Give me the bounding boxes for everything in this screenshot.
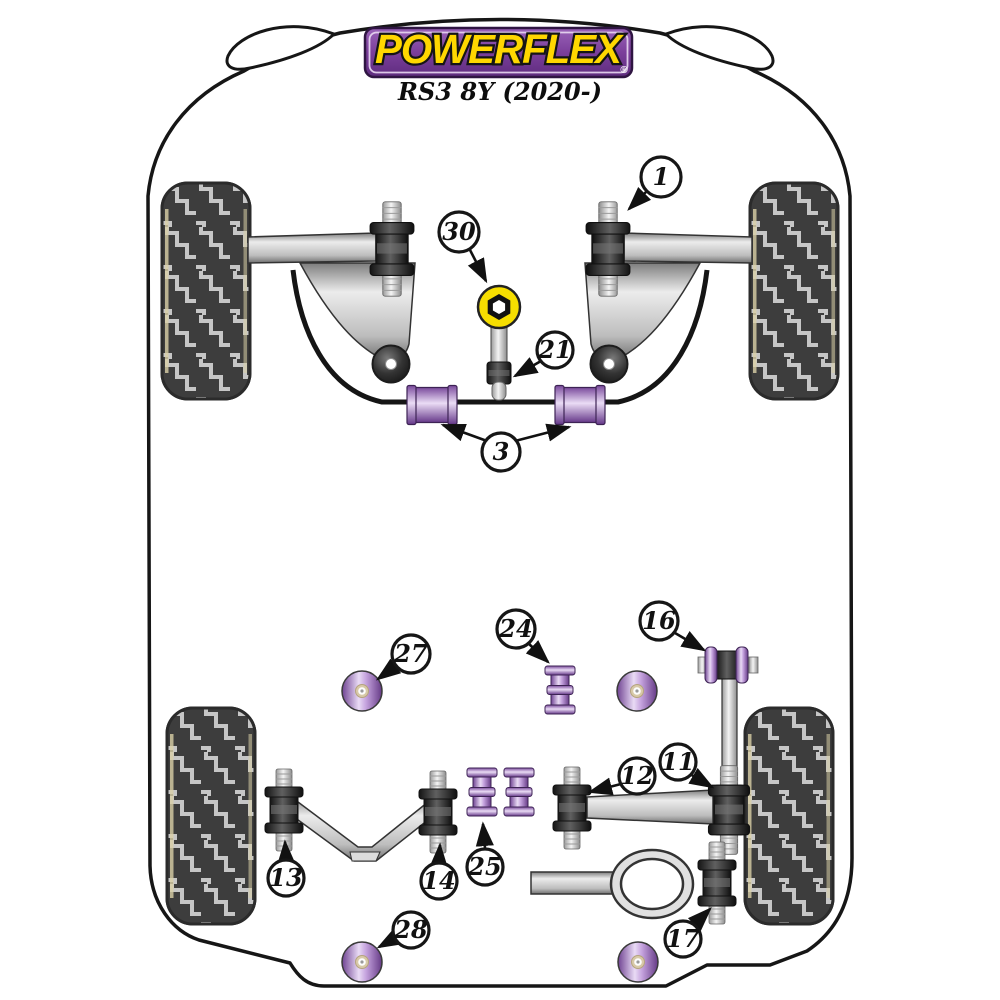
callout-21: 21 xyxy=(512,330,575,378)
callout-12: 12 xyxy=(587,756,657,796)
tire-front-right xyxy=(748,181,840,401)
tire-rear-right xyxy=(743,706,835,926)
rear-trailing-arm xyxy=(530,841,737,925)
left-mirror xyxy=(225,25,336,71)
spool-bush-part-25-left xyxy=(466,767,498,817)
lower-engine-mount xyxy=(476,284,522,401)
right-mirror xyxy=(664,25,775,71)
callout-24: 24 xyxy=(495,608,550,664)
powerflex-logo: POWERFLEX ® xyxy=(363,24,634,79)
rear-bush-upper-right xyxy=(616,670,658,712)
tire-front-left xyxy=(160,181,252,401)
spool-bush-part-25-right xyxy=(503,767,535,817)
svg-text:16: 16 xyxy=(642,606,676,635)
svg-text:24: 24 xyxy=(498,614,532,643)
dogbone-tip xyxy=(491,381,507,401)
arb-bushing-left-part-3 xyxy=(406,384,458,426)
callout-17: 17 xyxy=(663,907,712,959)
rear-vertical-link xyxy=(697,646,759,795)
callout-3: 3 xyxy=(440,423,572,473)
logo-plate xyxy=(363,26,634,79)
registered-mark: ® xyxy=(620,65,628,76)
rear-bush-part-27 xyxy=(341,670,383,712)
link-bush-part-16-left xyxy=(704,646,718,684)
link-bush-part-16-right xyxy=(735,646,749,684)
rear-bush-lower-right xyxy=(617,941,659,983)
svg-text:28: 28 xyxy=(393,915,428,944)
rear-v-arm xyxy=(264,768,458,862)
arb-bushing-right-part-3 xyxy=(554,384,606,426)
svg-text:21: 21 xyxy=(537,335,571,364)
callout-25: 25 xyxy=(465,821,505,887)
model-label: RS3 8Y (2020-) xyxy=(397,77,602,106)
svg-text:1: 1 xyxy=(653,162,670,191)
callout-14: 14 xyxy=(419,842,459,901)
callout-16: 16 xyxy=(638,600,707,652)
logo-plate-inner-edge xyxy=(368,31,629,74)
mount-hex-hole xyxy=(492,300,506,314)
callout-30: 30 xyxy=(437,210,488,284)
svg-text:11: 11 xyxy=(661,747,694,776)
callout-11: 11 xyxy=(658,742,715,789)
logo-text: POWERFLEX xyxy=(375,26,625,72)
svg-text:14: 14 xyxy=(422,866,455,895)
front-anti-roll-bar xyxy=(290,269,710,405)
svg-text:12: 12 xyxy=(620,761,653,790)
callout-1: 1 xyxy=(627,155,683,211)
spool-bush-part-24 xyxy=(544,665,576,715)
dogbone-bush-band xyxy=(488,370,510,376)
rear-lateral-arm xyxy=(552,765,751,855)
tire-rear-left xyxy=(165,706,257,926)
svg-text:17: 17 xyxy=(666,924,700,953)
callout-13: 13 xyxy=(266,839,306,898)
rear-bush-part-28 xyxy=(341,941,383,983)
svg-text:13: 13 xyxy=(269,863,302,892)
svg-text:3: 3 xyxy=(493,437,510,466)
callout-28: 28 xyxy=(376,910,431,950)
callout-27: 27 xyxy=(375,633,432,681)
svg-text:25: 25 xyxy=(467,852,501,881)
svg-text:30: 30 xyxy=(442,217,476,246)
svg-text:27: 27 xyxy=(393,639,428,668)
